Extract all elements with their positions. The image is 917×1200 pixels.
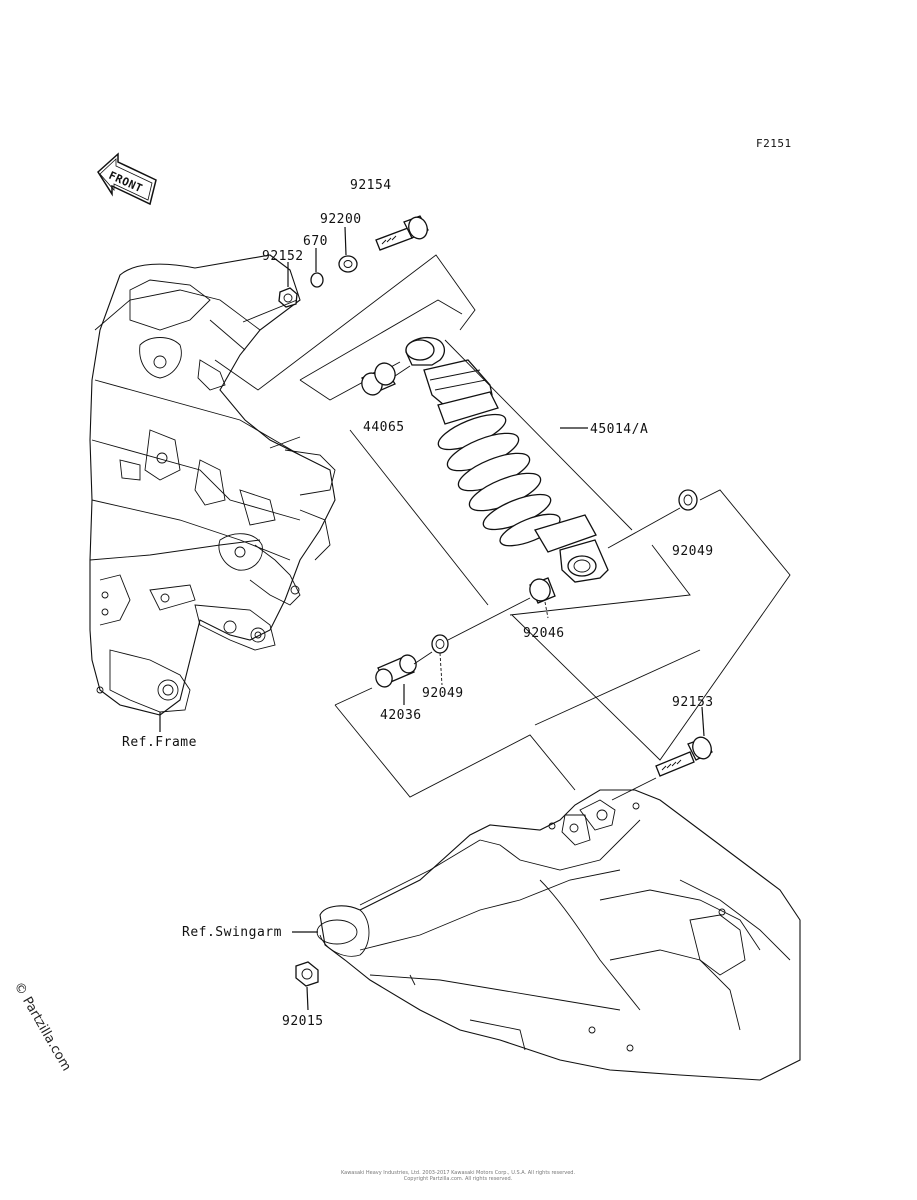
copyright-line-1: Kawasaki Heavy Industries, Ltd. 2003-201… — [341, 1170, 576, 1176]
p92015-leader — [306, 986, 309, 1011]
bolt-92153 — [655, 736, 713, 777]
upper-mount-bracket-lines — [214, 254, 476, 391]
bolt-92154 — [375, 215, 429, 251]
label-92200: 92200 — [320, 212, 362, 227]
label-92154: 92154 — [350, 178, 392, 193]
circlip-670 — [310, 272, 324, 288]
ref-swingarm-label: Ref.Swingarm — [182, 925, 282, 940]
spring-coils — [437, 413, 561, 547]
label-92049-top: 92049 — [672, 544, 714, 559]
shock-absorber-45014a — [405, 336, 609, 583]
front-direction-arrow-icon: FRONT — [97, 152, 157, 206]
copyright-line-2: Copyright Partzilla.com. All rights rese… — [404, 1176, 513, 1182]
label-42036: 42036 — [380, 708, 422, 723]
label-92153: 92153 — [672, 695, 714, 710]
bushing-92046 — [529, 577, 556, 604]
washer-92049-bottom — [431, 634, 449, 654]
washer-92200 — [338, 255, 358, 273]
label-92015: 92015 — [282, 1014, 324, 1029]
upper-bolt-axis-line — [242, 299, 298, 323]
ref-frame-label: Ref.Frame — [122, 735, 197, 750]
p92200-leader — [344, 226, 347, 256]
nut-92015 — [295, 961, 319, 987]
label-92152: 92152 — [262, 249, 304, 264]
p92153-leader — [701, 706, 705, 737]
watermark: © Partzilla.com — [11, 980, 74, 1074]
collar-44065 — [361, 362, 396, 396]
washer-92049-top — [678, 489, 698, 511]
figure-id: F2151 — [756, 137, 792, 150]
label-45014a: 45014/A — [590, 422, 648, 437]
label-670: 670 — [303, 234, 328, 249]
frame-illustration — [89, 254, 336, 716]
label-92046: 92046 — [523, 626, 565, 641]
label-44065: 44065 — [363, 420, 405, 435]
collar-42036 — [375, 654, 417, 688]
label-92049-bottom: 92049 — [422, 686, 464, 701]
swingarm-illustration — [316, 789, 801, 1081]
